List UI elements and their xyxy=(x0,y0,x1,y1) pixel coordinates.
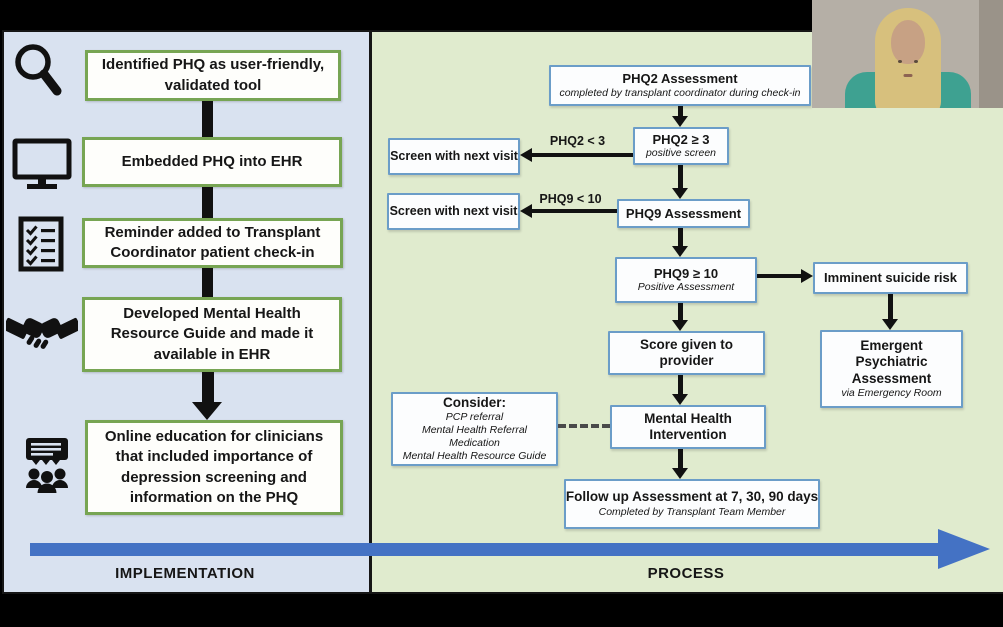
checklist-icon xyxy=(18,216,64,272)
consider-item: Medication xyxy=(449,437,500,450)
arrowhead xyxy=(672,468,688,479)
arrow-intervention-to-followup xyxy=(678,449,683,468)
node-score-given-to-provider: Score given to provider xyxy=(608,331,765,375)
node-title: PHQ2 ≥ 3 xyxy=(652,131,710,147)
arrow-phq2positive-to-phq9assessment xyxy=(678,165,683,188)
training-icon xyxy=(26,438,68,493)
dashed-connector-consider-to-intervention xyxy=(558,424,610,428)
presenter-eye xyxy=(897,60,902,63)
implementation-step-4: Developed Mental Health Resource Guide a… xyxy=(82,297,342,372)
arrowhead xyxy=(672,116,688,127)
node-mental-health-intervention: Mental Health Intervention xyxy=(610,405,766,449)
arrowhead xyxy=(520,204,532,218)
arrowhead xyxy=(801,269,813,283)
node-emergent-psychiatric-assessment: Emergent Psychiatric Assessment via Emer… xyxy=(820,330,963,408)
connector-step4-step5 xyxy=(202,372,214,402)
consider-item: Mental Health Referral xyxy=(421,423,528,436)
node-subtitle: Positive Assessment xyxy=(637,281,735,294)
node-title: Imminent suicide risk xyxy=(824,270,957,286)
node-title: PHQ9 ≥ 10 xyxy=(653,265,719,281)
arrow-phq9assessment-to-phq9positive xyxy=(678,228,683,246)
node-title: Screen with next visit xyxy=(390,149,518,163)
arrow-phq9positive-to-imminentrisk xyxy=(757,274,801,278)
node-subtitle: Completed by Transplant Team Member xyxy=(598,505,786,518)
implementation-step-1: Identified PHQ as user-friendly, validat… xyxy=(85,50,341,101)
node-imminent-suicide-risk: Imminent suicide risk xyxy=(813,262,968,294)
timeline-arrowhead xyxy=(938,529,990,569)
presenter-video xyxy=(812,0,1003,108)
arrowhead xyxy=(520,148,532,162)
arrow-imminentrisk-to-emergentpsych xyxy=(888,294,893,319)
node-title: Follow up Assessment at 7, 30, 90 days xyxy=(565,489,819,505)
timeline-arrow-shaft xyxy=(30,543,940,556)
implementation-step-5: Online education for clinicians that inc… xyxy=(85,420,343,515)
implementation-step-2: Embedded PHQ into EHR xyxy=(82,137,342,187)
connector-step1-step2 xyxy=(202,101,213,137)
node-phq9-assessment: PHQ9 Assessment xyxy=(617,199,750,228)
connector-step3-step4 xyxy=(202,268,213,297)
node-phq9-positive: PHQ9 ≥ 10 Positive Assessment xyxy=(615,257,757,303)
node-title: PHQ2 Assessment xyxy=(622,71,738,87)
step-text: Developed Mental Health Resource Guide a… xyxy=(110,305,314,363)
arrow-scoregiven-to-intervention xyxy=(678,375,683,394)
presenter-mouth xyxy=(903,74,912,77)
connector-step2-step3 xyxy=(202,187,213,218)
arrowhead xyxy=(672,188,688,199)
handshake-icon xyxy=(6,318,78,349)
node-follow-up-assessment: Follow up Assessment at 7, 30, 90 days C… xyxy=(564,479,820,529)
step-text: Identified PHQ as user-friendly, validat… xyxy=(101,56,325,94)
implementation-label: IMPLEMENTATION xyxy=(115,565,255,582)
node-title: Emergent Psychiatric Assessment xyxy=(851,338,932,386)
node-subtitle: positive screen xyxy=(645,147,717,160)
node-phq2-assessment: PHQ2 Assessment completed by transplant … xyxy=(549,65,811,106)
arrowhead xyxy=(672,246,688,257)
node-screen-next-visit-1: Screen with next visit xyxy=(388,138,520,175)
node-consider: Consider: PCP referral Mental Health Ref… xyxy=(391,392,558,466)
node-subtitle: via Emergency Room xyxy=(841,386,942,399)
magnifier-icon xyxy=(15,44,62,96)
node-title: Mental Health Intervention xyxy=(644,410,732,442)
step-text: Online education for clinicians that inc… xyxy=(104,428,324,506)
arrow-phq2positive-to-screen1 xyxy=(532,153,633,157)
node-title: PHQ9 Assessment xyxy=(625,205,742,221)
process-label: PROCESS xyxy=(647,565,725,582)
arrow-phq2assessment-to-phq2positive xyxy=(678,106,683,117)
node-title: Score given to provider xyxy=(639,336,734,368)
step-text: Embedded PHQ into EHR xyxy=(121,152,303,170)
presenter-eye xyxy=(913,60,918,63)
node-title: Screen with next visit xyxy=(389,204,518,218)
monitor-icon xyxy=(12,138,72,189)
arrowhead xyxy=(882,319,898,330)
implementation-step-3: Reminder added to Transplant Coordinator… xyxy=(82,218,343,268)
edge-label-phq2-lt3: PHQ2 < 3 xyxy=(549,134,606,148)
node-subtitle: completed by transplant coordinator duri… xyxy=(559,86,801,99)
node-phq2-positive: PHQ2 ≥ 3 positive screen xyxy=(633,127,729,165)
consider-item: PCP referral xyxy=(445,410,504,423)
arrowhead xyxy=(672,320,688,331)
arrowhead-step4-step5 xyxy=(192,402,222,420)
node-screen-next-visit-2: Screen with next visit xyxy=(387,193,520,230)
presenter-face xyxy=(890,20,925,77)
arrow-phq9assessment-to-screen2 xyxy=(532,209,617,213)
node-title: Consider: xyxy=(442,394,506,410)
arrow-phq9positive-to-scoregiven xyxy=(678,303,683,320)
arrowhead xyxy=(672,394,688,405)
edge-label-phq9-lt10: PHQ9 < 10 xyxy=(539,192,602,206)
step-text: Reminder added to Transplant Coordinator… xyxy=(104,223,321,261)
consider-item: Mental Health Resource Guide xyxy=(402,450,547,463)
wall-shadow xyxy=(979,0,1003,108)
